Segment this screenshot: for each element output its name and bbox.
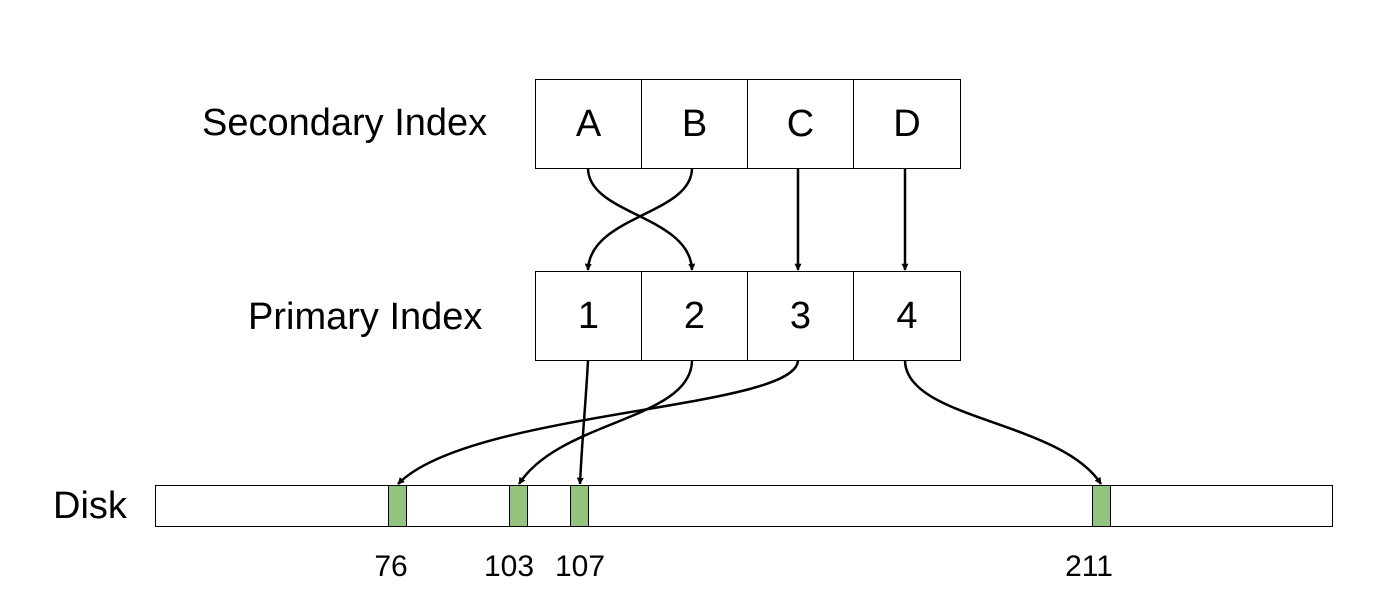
secondary-index-cell-a: A: [536, 80, 642, 168]
disk-block-211: [1092, 485, 1111, 527]
disk-block-label-76: 76: [374, 550, 408, 583]
primary-index-label: Primary Index: [248, 296, 483, 338]
disk-block-103: [509, 485, 528, 527]
secondary-index-cell-c: C: [748, 80, 854, 168]
arrow-3-to-76: [397, 359, 800, 485]
primary-index-cell-4: 4: [896, 294, 918, 337]
disk-block-107: [570, 485, 589, 527]
arrow-2-to-103: [517, 359, 694, 485]
secondary-index-cell-d: D: [893, 102, 921, 145]
disk-block-76: [388, 485, 407, 527]
secondary-index-cell-b: B: [642, 80, 748, 168]
primary-index: 1 2 3 4: [535, 271, 961, 361]
primary-index-cell-1: 1: [536, 272, 642, 360]
disk-label: Disk: [53, 485, 127, 527]
secondary-index: A B C D: [535, 79, 961, 169]
arrow-b-to-1: [584, 167, 694, 271]
disk-block-label-211: 211: [1065, 550, 1113, 583]
arrow-4-to-211: [903, 359, 1103, 485]
primary-index-cell-2: 2: [642, 272, 748, 360]
arrow-a-to-2: [586, 167, 696, 271]
secondary-index-label: Secondary Index: [202, 102, 488, 144]
disk-block-label-107: 107: [554, 550, 606, 583]
primary-index-cell-3: 3: [748, 272, 854, 360]
disk-bar: [155, 485, 1333, 527]
disk-block-label-103: 103: [483, 550, 535, 583]
